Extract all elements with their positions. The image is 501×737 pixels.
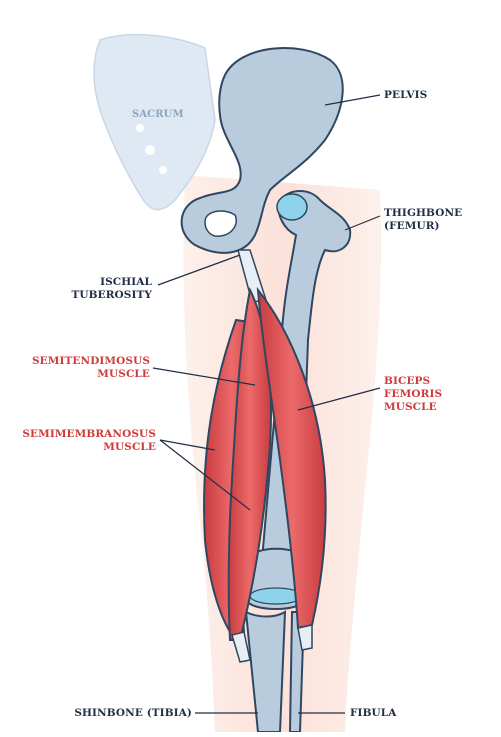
ischial-leader bbox=[157, 254, 241, 286]
thighbone-leader bbox=[344, 215, 381, 231]
label-ischial-line2: TUBEROSITY bbox=[71, 289, 152, 301]
pelvis-leader bbox=[324, 94, 381, 106]
label-biceps-femoris: BICEPS FEMORIS MUSCLE bbox=[384, 375, 442, 414]
label-ischial-tuberosity: ISCHIAL TUBEROSITY bbox=[60, 276, 152, 302]
obturator-foramen bbox=[204, 210, 237, 237]
label-semimembranosus-line1: SEMIMEMBRANOSUS bbox=[22, 428, 156, 440]
label-thighbone-line1: THIGHBONE bbox=[384, 207, 463, 219]
label-biceps-line3: MUSCLE bbox=[384, 401, 437, 413]
sacral-foramen bbox=[145, 145, 155, 155]
label-semitendinosus-line1: SEMITENDIMOSUS bbox=[31, 355, 150, 367]
label-ischial-line1: ISCHIAL bbox=[100, 276, 152, 288]
sacrum-bone bbox=[93, 33, 216, 211]
semimembranosus-leader bbox=[159, 439, 251, 511]
label-semitendinosus-line2: MUSCLE bbox=[97, 368, 150, 380]
femoral-head-cartilage bbox=[276, 193, 308, 221]
distal-tendon bbox=[231, 631, 251, 663]
sacral-foramen bbox=[159, 166, 167, 174]
semimembranosus-leader bbox=[159, 439, 216, 451]
semitendinosus-leader bbox=[152, 367, 256, 386]
label-thighbone-line2: (FEMUR) bbox=[384, 220, 440, 232]
label-thighbone: THIGHBONE (FEMUR) bbox=[384, 207, 462, 233]
label-biceps-line1: BICEPS bbox=[384, 375, 431, 387]
label-shinbone: SHINBONE (TIBIA) bbox=[74, 707, 192, 719]
tibia-bone bbox=[244, 610, 287, 733]
label-semitendinosus: SEMITENDIMOSUS MUSCLE bbox=[20, 355, 150, 381]
label-fibula: FIBULA bbox=[350, 707, 397, 719]
biceps-leader bbox=[297, 387, 381, 411]
label-biceps-line2: FEMORIS bbox=[384, 388, 443, 400]
label-semimembranosus: SEMIMEMBRANOSUS MUSCLE bbox=[10, 428, 156, 454]
pelvis-bone bbox=[180, 47, 344, 254]
label-semimembranosus-line2: MUSCLE bbox=[103, 441, 156, 453]
distal-tendon bbox=[297, 624, 313, 651]
sacral-foramen bbox=[136, 124, 144, 132]
label-pelvis: PELVIS bbox=[384, 89, 428, 101]
label-sacrum: SACRUM bbox=[132, 109, 184, 120]
